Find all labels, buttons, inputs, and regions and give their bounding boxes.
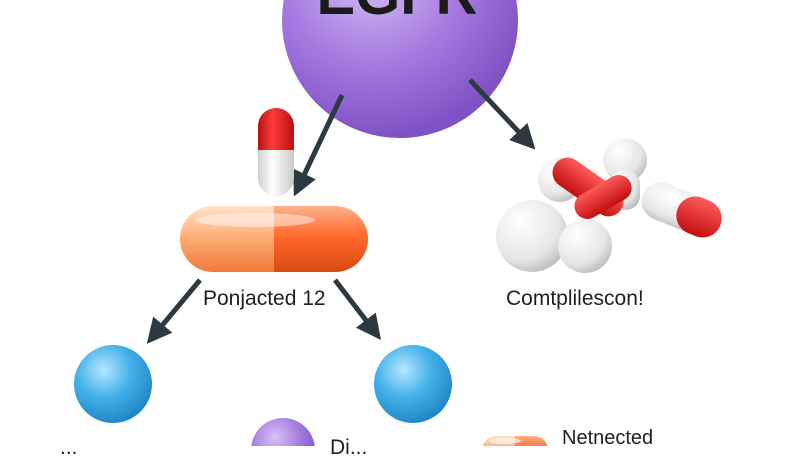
diagram-canvas: EGFR — [74, 0, 722, 446]
pill-node — [180, 206, 368, 272]
bottom-right-label: Netnected — [562, 427, 654, 449]
blue-sphere-right — [374, 345, 452, 423]
top-node: EGFR — [282, 0, 518, 138]
arrow-pill-to-right — [333, 278, 382, 340]
arrow-top-to-pill — [293, 93, 345, 197]
bottom-pill — [482, 436, 548, 446]
complex-molecule — [496, 138, 722, 273]
bottom-left-label: ... — [60, 436, 78, 459]
top-node-label: EGFR — [316, 0, 477, 27]
pill-node-label: Ponjacted 12 — [203, 287, 326, 310]
complex-node-label: Comtplilescon! — [506, 287, 644, 310]
bottom-mid-label: Di... — [330, 436, 368, 459]
blue-sphere-left — [74, 345, 152, 423]
bottom-purple-sphere — [251, 418, 315, 446]
arrow-pill-to-left — [146, 278, 202, 344]
arrow-top-to-complex — [468, 78, 536, 150]
small-capsule — [258, 108, 294, 196]
